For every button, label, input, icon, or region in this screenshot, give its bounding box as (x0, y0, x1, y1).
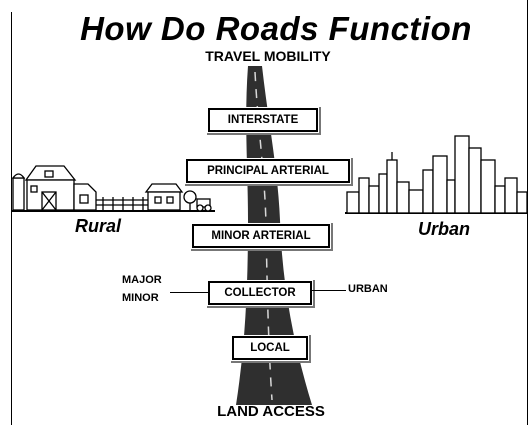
minor-arterial-box: MINOR ARTERIAL (192, 224, 330, 248)
minor-label: MINOR (122, 292, 159, 304)
silo-roof (11, 173, 26, 179)
frame-left-border (11, 12, 12, 425)
silo (12, 177, 25, 211)
travel-mobility-label: TRAVEL MOBILITY (205, 48, 331, 64)
urban-side-label: URBAN (348, 283, 388, 295)
diagram-title: How Do Roads Function (80, 10, 472, 47)
principal-arterial-box: PRINCIPAL ARTERIAL (186, 159, 350, 183)
tree (183, 190, 197, 204)
major-label: MAJOR (122, 274, 162, 286)
collector-box: COLLECTOR (208, 281, 312, 305)
barn-loft-window (44, 170, 54, 178)
interstate-box: INTERSTATE (208, 108, 318, 132)
local-box: LOCAL (232, 336, 308, 360)
collector-left-connector (170, 292, 208, 293)
city-skyline-illustration (346, 135, 528, 214)
collector-right-connector (310, 290, 346, 291)
urban-label: Urban (418, 219, 471, 239)
land-access-label: LAND ACCESS (217, 403, 325, 420)
barn-window (30, 185, 38, 193)
farm-illustration (11, 165, 212, 212)
farmhouse-roof (144, 183, 184, 193)
rural-label: Rural (75, 216, 122, 236)
farmhouse-body (147, 191, 181, 211)
